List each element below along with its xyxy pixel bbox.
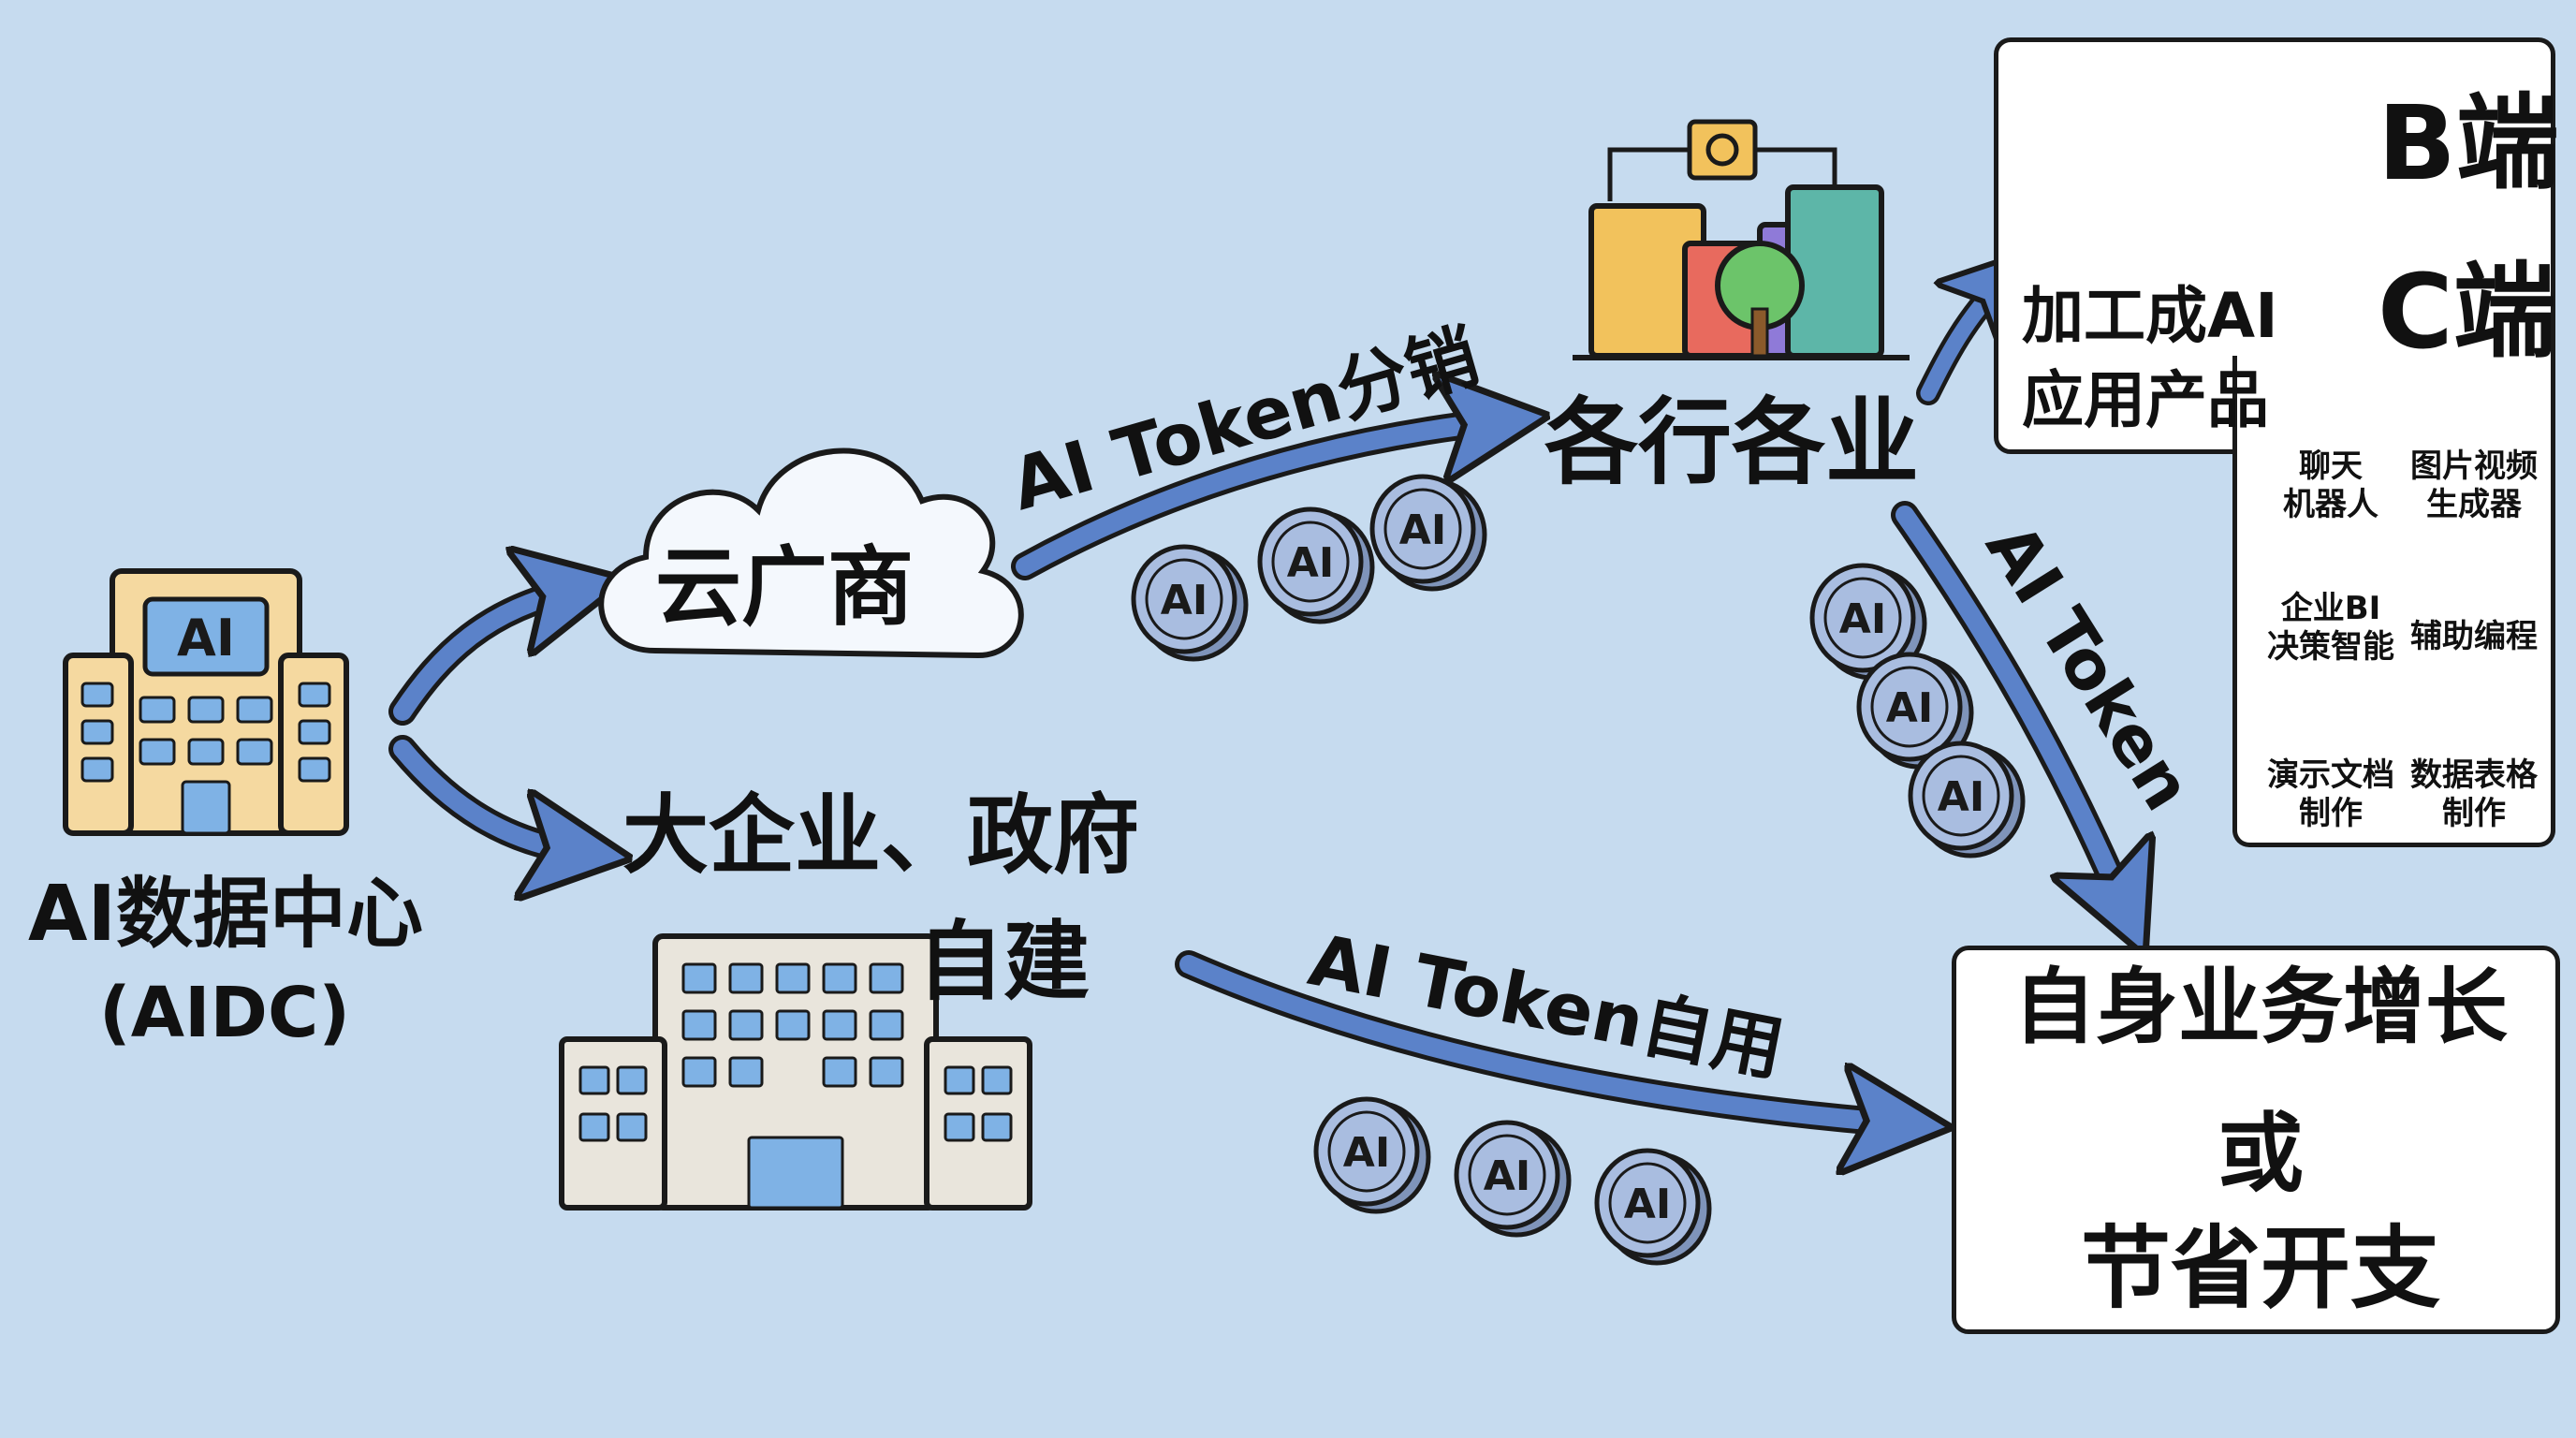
ai-coin-label: AI bbox=[1343, 1129, 1390, 1177]
savings-label: 节省开支 bbox=[2081, 1216, 2440, 1321]
arrow-aidc-to-enterprise bbox=[388, 735, 580, 852]
arrow-industries-to-growth bbox=[1891, 501, 2125, 908]
aidc-building-illustration: AI bbox=[63, 568, 349, 836]
aidc-label: AI数据中心 bbox=[28, 870, 423, 959]
growth-label: 自身业务增长 bbox=[2012, 959, 2508, 1055]
app-label-chatbot: 聊天机器人 bbox=[2283, 448, 2378, 523]
ai-coin-label: AI bbox=[1399, 506, 1446, 554]
processing-label: 加工成AI bbox=[2022, 280, 2278, 352]
ai-coin: AI bbox=[1454, 1120, 1572, 1238]
ai-coin-label: AI bbox=[1938, 773, 1984, 821]
ai-coin: AI bbox=[1313, 1096, 1431, 1214]
arrow-industries-to-processing bbox=[1916, 281, 2003, 405]
arrow-cloud-to-industries bbox=[1011, 421, 1498, 580]
ai-coin: AI bbox=[1369, 474, 1487, 592]
c-end-label: C端 bbox=[2378, 252, 2556, 372]
ai-coin-label: AI bbox=[1161, 577, 1208, 624]
ai-coin: AI bbox=[1594, 1148, 1712, 1266]
cloud-provider-label: 云广商 bbox=[655, 537, 915, 638]
app-label-slides: 演示文档制作 bbox=[2267, 756, 2394, 832]
aidc-sublabel: (AIDC) bbox=[98, 973, 351, 1053]
or-label: 或 bbox=[2217, 1104, 2304, 1204]
app-label-spreadsheet: 数据表格制作 bbox=[2410, 756, 2538, 832]
ai-coin-label: AI bbox=[1484, 1152, 1530, 1200]
arrow-enterprise-to-growth bbox=[1175, 950, 1900, 1123]
ai-coin: AI bbox=[1809, 563, 1927, 681]
city-skyline-illustration bbox=[1573, 119, 1910, 360]
ai-coin: AI bbox=[1856, 652, 1974, 770]
ai-coin: AI bbox=[1908, 741, 2026, 858]
app-label-image-video: 图片视频生成器 bbox=[2410, 448, 2538, 523]
apps-panel bbox=[2232, 356, 2555, 847]
b-end-label: B端 bbox=[2378, 83, 2559, 203]
outcome-box bbox=[1952, 946, 2560, 1334]
app-label-coding: 辅助编程 bbox=[2410, 618, 2538, 655]
aidc-building-badge: AI bbox=[177, 609, 235, 668]
processing-sublabel: 应用产品 bbox=[2022, 364, 2269, 436]
arrow-aidc-to-cloud bbox=[388, 590, 576, 726]
ai-coin-label: AI bbox=[1287, 539, 1334, 587]
enterprise-sublabel: 自建 bbox=[917, 912, 1090, 1012]
industries-label: 各行各业 bbox=[1544, 388, 1919, 497]
ai-coin: AI bbox=[1131, 544, 1249, 662]
cloud-illustration bbox=[598, 448, 1024, 659]
ai-coin-label: AI bbox=[1624, 1181, 1671, 1228]
ai-coin-label: AI bbox=[1839, 595, 1886, 643]
enterprise-building-illustration bbox=[559, 933, 1032, 1211]
ai-coin: AI bbox=[1257, 506, 1375, 624]
enterprise-label: 大企业、政府 bbox=[622, 785, 1140, 886]
ai-coin-label: AI bbox=[1886, 684, 1933, 732]
